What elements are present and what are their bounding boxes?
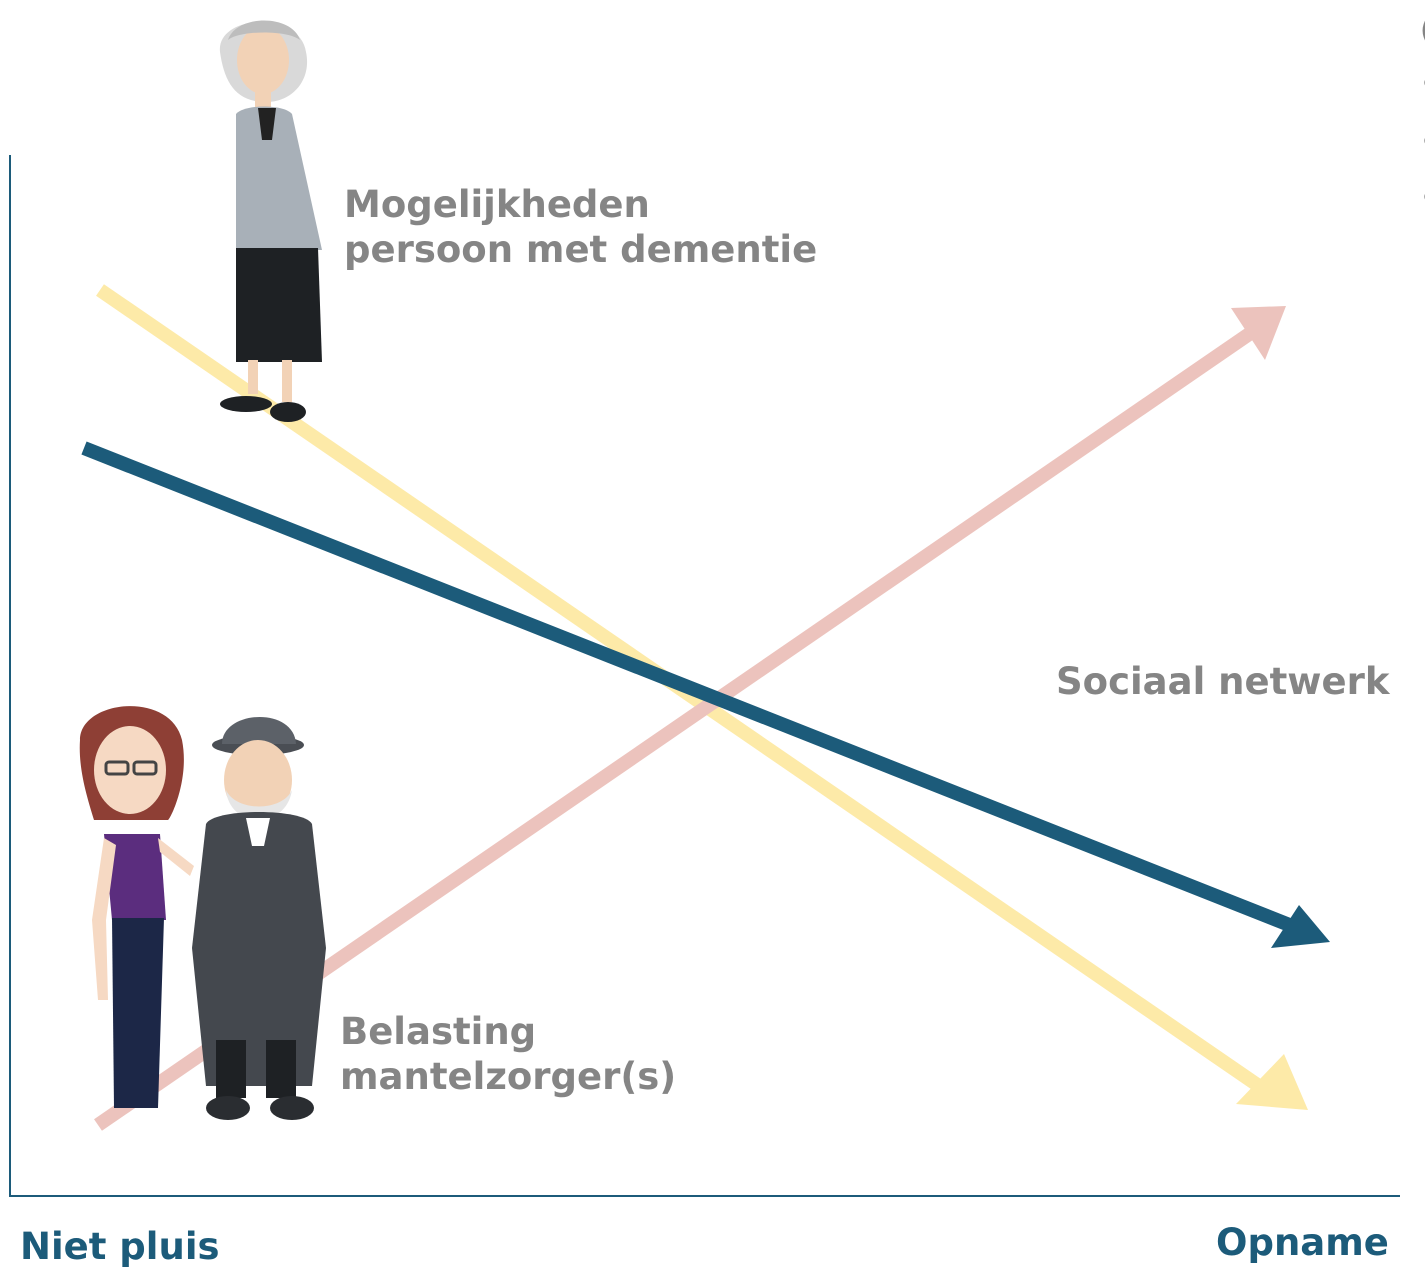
truncated-bullet: • (1420, 70, 1425, 100)
x-axis-end-label: Opname (1216, 1221, 1389, 1264)
mogelijkheden-label-line2: persoon met dementie (344, 228, 818, 272)
truncated-bullet: • (1420, 128, 1425, 158)
elderly-man-with-hat-figure (192, 716, 326, 1120)
mogelijkheden-label-line1: Mogelijkheden (344, 183, 650, 226)
truncated-bullet: • (1420, 184, 1425, 214)
belasting-label-line2: mantelzorger(s) (340, 1055, 677, 1099)
sociaal-netwerk-label: Sociaal netwerk (1056, 660, 1390, 703)
woman-with-glasses-figure (79, 706, 194, 1108)
truncated-mark: ( (1420, 16, 1425, 46)
sociaal-netwerk-arrow (81, 441, 1330, 948)
belasting-label-line1: Belasting (340, 1010, 537, 1053)
x-axis-start-label: Niet pluis (20, 1225, 220, 1268)
elderly-woman-figure (219, 20, 322, 422)
